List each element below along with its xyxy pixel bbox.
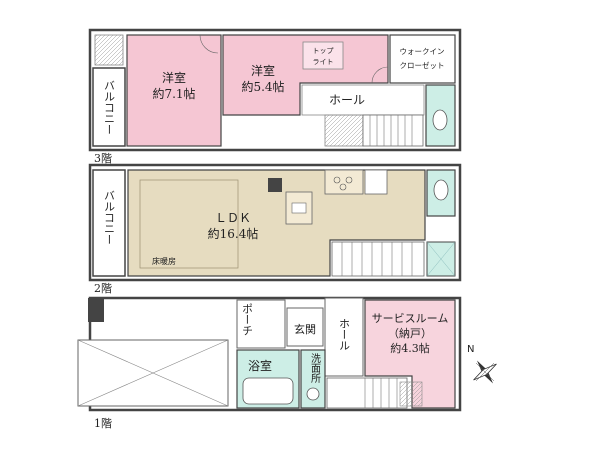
washroom-label: 洗面所: [309, 353, 321, 384]
western-room-1-size: 約7.1帖: [152, 86, 195, 101]
floor-3: 洋室 約7.1帖 洋室 約5.4帖 トップ ライト ウォークイン クローゼット …: [88, 28, 462, 165]
walk-in-closet: [389, 34, 456, 84]
balcony-2f: [92, 169, 126, 277]
porch: [236, 299, 286, 349]
western-room-1-name: 洋室: [162, 70, 186, 85]
entrance: [286, 307, 324, 347]
service-room: [364, 299, 456, 409]
toilet-icon: [432, 109, 448, 131]
walk-in-closet-line2: クローゼット: [400, 60, 445, 70]
service-room-line2: （納戸）: [388, 327, 432, 340]
toilet-icon: [433, 179, 449, 201]
entrance-label: 玄関: [294, 322, 316, 336]
column: [268, 178, 282, 192]
cross-mark-icon: [426, 241, 456, 277]
floor-2-label: 2階: [94, 281, 112, 295]
bathroom-label: 浴室: [248, 358, 272, 373]
ldk: [127, 169, 426, 277]
sink-icon: [291, 202, 307, 214]
washbasin-icon: [306, 387, 320, 401]
fridge-space: [364, 169, 388, 195]
hall-1f-label: ホール: [338, 318, 351, 351]
closet-3f-left: [94, 34, 124, 66]
western-room-2-name: 洋室: [251, 63, 275, 78]
hall-3f-label: ホール: [329, 93, 365, 107]
walk-in-closet-line1: ウォークイン: [400, 47, 445, 56]
balcony-3f-label: バルコニー: [103, 80, 116, 135]
floor-3-label: 3階: [94, 151, 112, 165]
stairs-1f: [326, 377, 408, 409]
hall-1f: [324, 297, 364, 377]
compass-icon: N: [467, 344, 497, 384]
column-1f: [88, 298, 104, 322]
top-light: [302, 41, 344, 70]
ldk-size: 約16.4帖: [208, 226, 259, 241]
service-room-size: 約4.3帖: [390, 341, 430, 355]
door-swing-icon: [371, 66, 389, 84]
closet-1f: [399, 381, 423, 407]
kitchen-back-counter: [324, 169, 364, 195]
service-room-line1: サービスルーム: [372, 312, 449, 325]
balcony-2f-label: バルコニー: [103, 190, 116, 245]
porch-label: ポーチ: [241, 303, 254, 336]
floor-1-label: 1階: [94, 416, 112, 430]
floor-1: ポーチ 玄関 ホール サービスルーム （納戸） 約4.3帖 浴室 洗面所 1階: [77, 296, 462, 430]
stairs-2f: [331, 241, 425, 277]
floor-heating-label: 床暖房: [152, 256, 176, 266]
closet-3f-hall: [324, 114, 364, 147]
western-room-1: [126, 34, 222, 147]
cross-mark-icon: [77, 339, 229, 407]
ldk-name: ＬＤＫ: [215, 211, 251, 225]
compass-north-letter: N: [467, 344, 474, 355]
stairs-3f: [362, 114, 424, 147]
top-light-line1: トップ: [313, 47, 334, 55]
western-room-2-size: 約5.4帖: [241, 79, 284, 94]
door-swing-icon: [199, 34, 219, 54]
floor-2: ＬＤＫ 約16.4帖 床暖房 バルコニー 2階: [88, 163, 462, 295]
hall-3f: [301, 84, 425, 116]
top-light-line2: ライト: [313, 58, 334, 66]
bathtub-icon: [242, 377, 294, 405]
balcony-3f: [92, 67, 126, 147]
stove-icon: [333, 176, 353, 191]
western-room-2: [222, 34, 389, 116]
floor-heating-area: [139, 179, 239, 269]
